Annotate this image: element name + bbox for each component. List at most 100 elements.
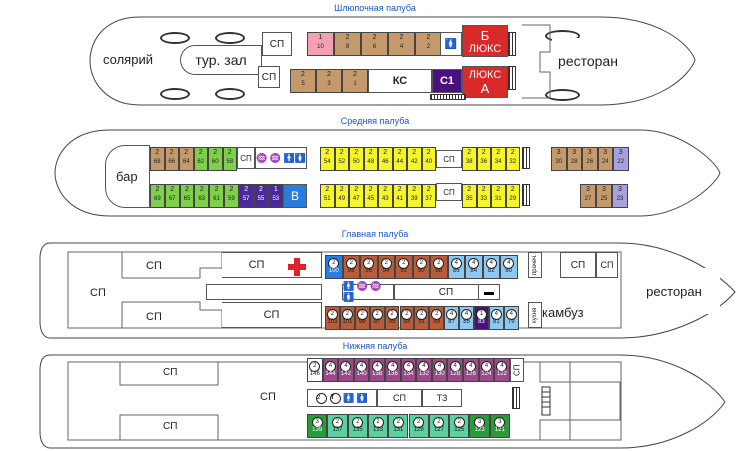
kitchen[interactable]: кухня bbox=[528, 302, 542, 328]
tz-room[interactable]: ТЗ bbox=[422, 389, 462, 407]
sp-room[interactable]: СП bbox=[436, 183, 462, 201]
sp-room[interactable]: СП bbox=[222, 302, 322, 328]
sp-room[interactable]: СП bbox=[596, 252, 618, 278]
sp-room[interactable]: СП bbox=[237, 147, 255, 169]
lux-a-cabin[interactable]: ЛЮКС А bbox=[462, 66, 508, 98]
laundry[interactable]: прачеч. bbox=[528, 252, 542, 278]
tour-hall[interactable]: тур. зал bbox=[180, 45, 262, 75]
restaurant-main[interactable]: ресторан bbox=[628, 268, 720, 314]
sp-room[interactable]: СП bbox=[222, 252, 322, 278]
c1-cabin[interactable]: С1 bbox=[432, 69, 462, 93]
bar[interactable]: бар bbox=[105, 145, 150, 208]
sp-room[interactable]: СП bbox=[510, 358, 524, 382]
sp-room[interactable]: СП bbox=[560, 252, 596, 278]
sp-room[interactable]: СП bbox=[436, 150, 462, 168]
sp-room[interactable]: СП bbox=[377, 389, 422, 407]
